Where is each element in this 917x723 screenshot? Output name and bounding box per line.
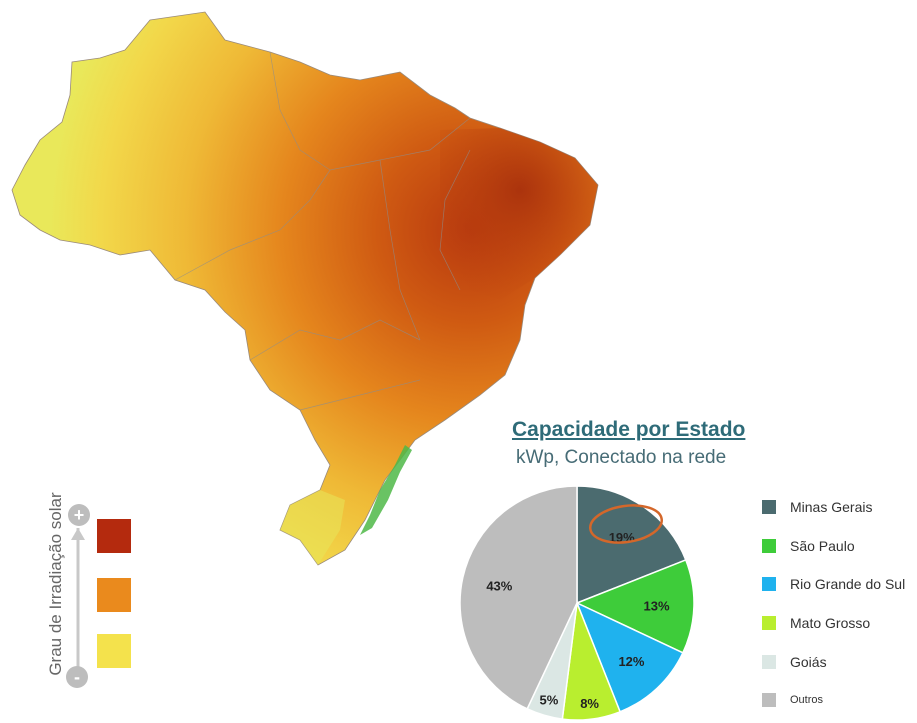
legend-label: São Paulo	[790, 537, 855, 554]
legend-swatch	[762, 538, 776, 553]
chart-title: Capacidade por Estado	[512, 418, 746, 441]
legend-swatch	[762, 500, 776, 515]
legend-swatch	[762, 654, 776, 669]
south-region-tint	[280, 490, 345, 565]
pie-label-rio-grande-do-sul: 12%	[618, 654, 644, 669]
pie-label-mato-grosso: 8%	[580, 696, 599, 711]
scale-level-high	[97, 519, 131, 553]
legend-item: Rio Grande do Sul	[762, 565, 905, 604]
highlight-circle	[589, 504, 663, 544]
legend-label: Goiás	[790, 653, 827, 670]
pie-slice-outros	[459, 485, 578, 710]
scale-arrow-head	[71, 528, 85, 540]
plus-circle-icon	[68, 504, 90, 526]
minus-circle-icon	[66, 666, 88, 688]
legend-swatch	[762, 616, 776, 631]
pie-label-outros: 43%	[486, 579, 512, 594]
legend-item: Goiás	[762, 642, 905, 681]
scale-level-medium	[97, 578, 131, 612]
coastal-green-strip	[360, 445, 412, 535]
legend-item: Outros	[762, 681, 905, 720]
pie-slice-s-o-paulo	[575, 558, 695, 654]
minus-sign: -	[74, 667, 80, 687]
legend-label: Outros	[790, 694, 824, 707]
scale-level-low	[97, 634, 131, 668]
legend-label: Minas Gerais	[790, 499, 873, 516]
state-borders	[174, 51, 471, 411]
pie-label-s-o-paulo: 13%	[644, 598, 670, 613]
northeast-hotspot	[440, 128, 598, 300]
legend-swatch	[762, 693, 776, 708]
chart-subtitle: kWp, Conectado na rede	[516, 447, 727, 468]
legend-item: Mato Grosso	[762, 604, 905, 643]
pie-label-goi-s: 5%	[540, 693, 559, 708]
pie-slice-rio-grande-do-sul	[575, 601, 684, 713]
legend-item: Minas Gerais	[762, 488, 905, 527]
legend-item: São Paulo	[762, 527, 905, 566]
legend-label: Rio Grande do Sul	[790, 576, 906, 593]
legend-swatch	[762, 577, 776, 592]
plus-sign: +	[74, 505, 85, 525]
legend-label: Mato Grosso	[790, 615, 871, 632]
